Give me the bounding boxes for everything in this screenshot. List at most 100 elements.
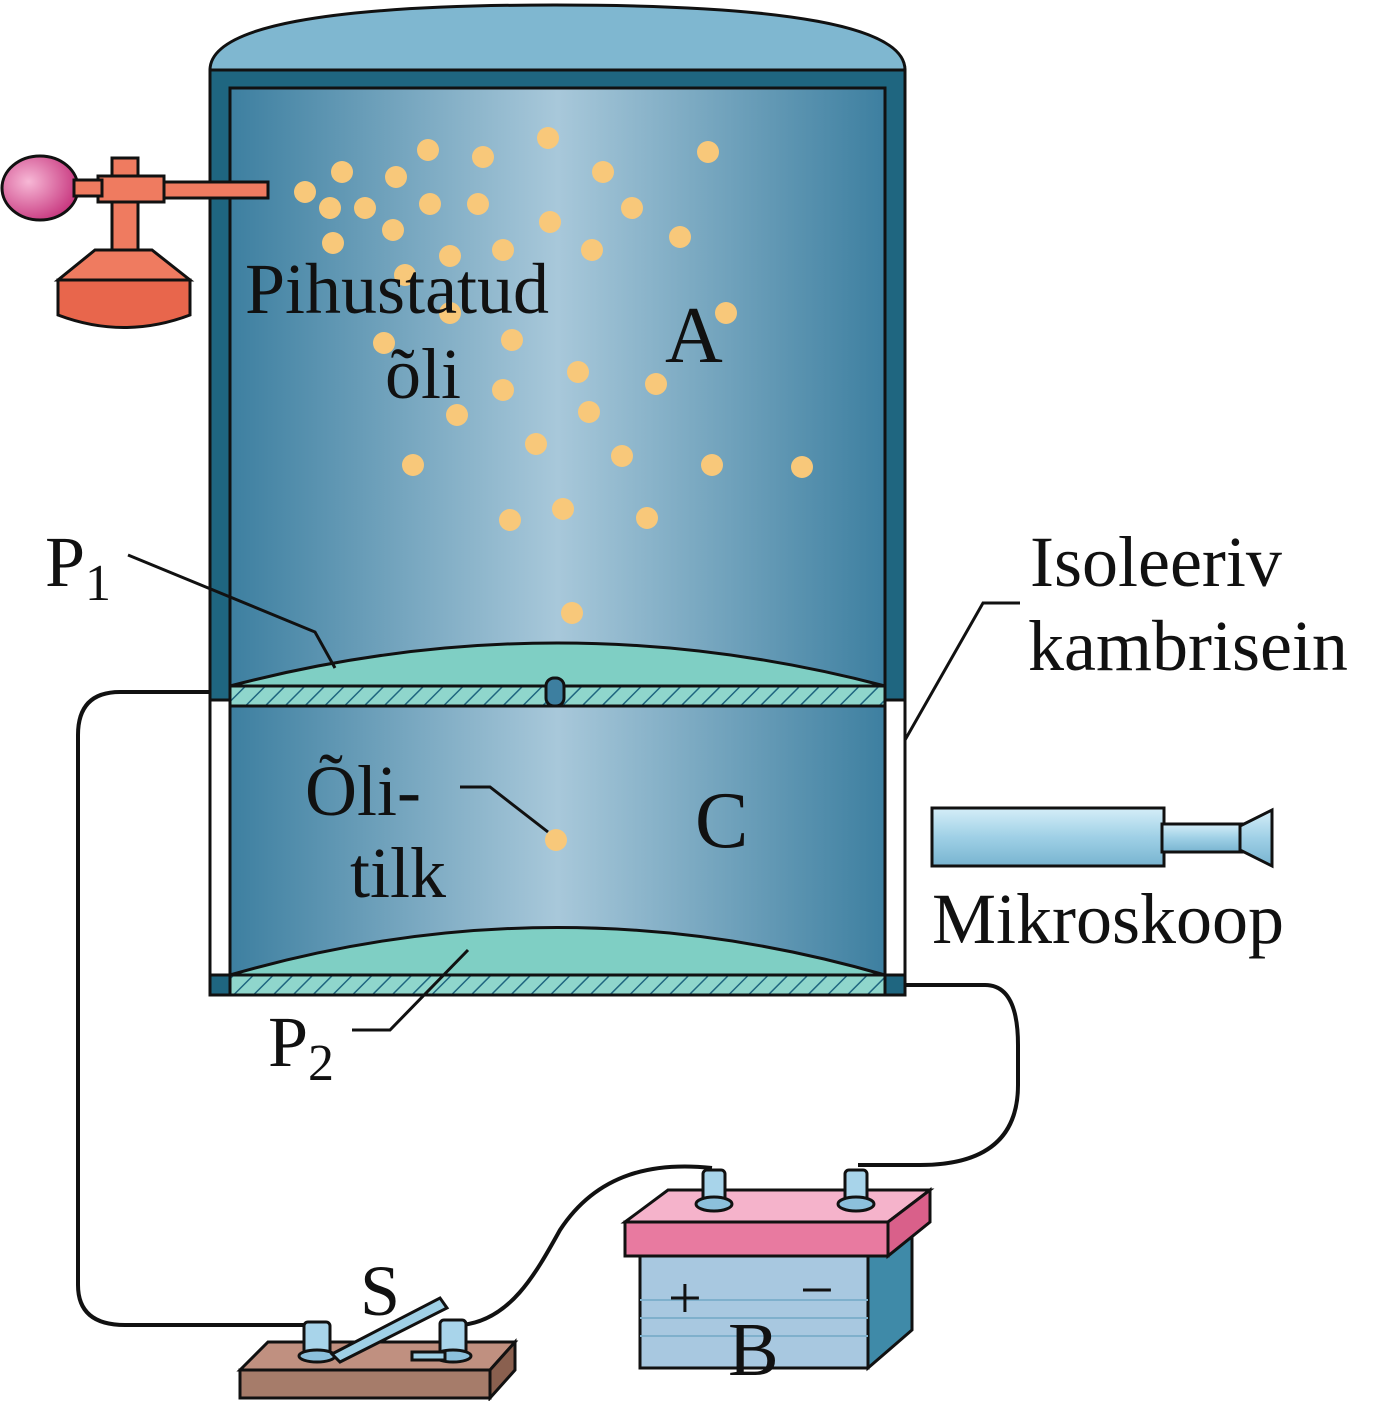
oil-droplet	[294, 181, 316, 203]
wire-switch-battery	[461, 1164, 713, 1327]
oil-droplet	[439, 302, 461, 324]
plate-p2	[228, 973, 887, 997]
atomizer-base	[56, 278, 192, 329]
switch-base-front	[238, 1368, 492, 1400]
switch-lever	[329, 1296, 450, 1364]
atomizer-nozzle	[148, 180, 270, 200]
oil-droplet	[791, 456, 813, 478]
oil-droplet	[472, 146, 494, 168]
label-p2-sub: 2	[308, 1035, 334, 1092]
atomizer-bulb-neck	[72, 178, 104, 198]
label-insulating-wall-1: Isoleeriv	[1030, 522, 1282, 602]
plate-p2-dome	[229, 926, 886, 977]
oil-droplet	[561, 602, 583, 624]
oil-droplet	[669, 226, 691, 248]
oil-droplets	[294, 127, 813, 851]
label-chamber-c: C	[695, 777, 748, 865]
wire-left	[76, 690, 305, 1327]
oil-droplet	[446, 404, 468, 426]
oil-droplet	[492, 379, 514, 401]
battery-top-face	[620, 1188, 935, 1224]
label-microscope: Mikroskoop	[932, 879, 1284, 959]
oil-droplet	[382, 219, 404, 241]
insulating-wall-left	[208, 698, 232, 980]
battery	[620, 1168, 935, 1372]
oil-droplet	[385, 166, 407, 188]
leader-oil-drop	[460, 785, 549, 834]
oil-droplet	[525, 433, 547, 455]
battery-top-side	[886, 1186, 932, 1260]
oil-droplet	[439, 245, 461, 267]
plate-p1-dome	[229, 641, 886, 688]
label-battery: B	[728, 1308, 779, 1392]
oil-droplet	[492, 239, 514, 261]
switch-post-left-base	[297, 1348, 337, 1364]
switch	[236, 1296, 519, 1401]
atomizer-stem	[110, 156, 140, 252]
observed-oil-drop	[545, 829, 567, 851]
oil-droplet	[611, 445, 633, 467]
oil-droplet	[319, 197, 341, 219]
leader-p2	[352, 948, 470, 1032]
oil-droplet	[331, 161, 353, 183]
battery-terminal-plus-base	[694, 1195, 734, 1213]
label-p2-letter: P	[268, 1002, 308, 1082]
oil-droplet	[592, 161, 614, 183]
oil-droplet	[645, 373, 667, 395]
switch-contact	[410, 1350, 447, 1362]
oil-droplet	[354, 197, 376, 219]
insulating-wall-right	[883, 698, 907, 980]
oil-droplet	[417, 139, 439, 161]
oil-droplet	[621, 197, 643, 219]
microscope-eyepiece	[1238, 807, 1274, 869]
oil-droplet	[322, 232, 344, 254]
oil-droplet	[701, 454, 723, 476]
label-battery-minus: −	[800, 1257, 834, 1323]
switch-base-side	[488, 1338, 517, 1401]
atomizer	[0, 154, 270, 329]
wire-right	[858, 983, 1020, 1167]
oil-droplet	[636, 507, 658, 529]
label-oil-drop-2: tilk	[350, 833, 446, 913]
oil-droplet	[402, 454, 424, 476]
oil-droplet	[467, 193, 489, 215]
plate-p2-left-cap	[208, 973, 232, 997]
oil-droplet	[697, 141, 719, 163]
oil-droplet	[501, 329, 523, 351]
label-p1-sub: 1	[85, 555, 111, 612]
plate-p1-hole	[544, 676, 566, 708]
oil-droplet	[578, 401, 600, 423]
label-p1-letter: P	[45, 522, 85, 602]
oil-droplet	[715, 302, 737, 324]
plate-p2-right-cap	[883, 973, 907, 997]
atomizer-bulb	[0, 154, 80, 222]
label-battery-plus: +	[668, 1265, 702, 1331]
switch-base-top	[236, 1340, 519, 1372]
microscope-neck	[1160, 822, 1244, 854]
oil-droplet	[552, 498, 574, 520]
microscope-tube	[930, 806, 1166, 868]
oil-droplet	[537, 127, 559, 149]
atomizer-head	[96, 174, 166, 204]
oil-droplet	[394, 264, 416, 286]
label-sprayed-oil-2: õli	[385, 334, 461, 414]
label-switch: S	[360, 1251, 400, 1331]
chamber-dome	[208, 3, 907, 72]
label-p1: P1	[45, 522, 111, 612]
chamber-a-interior	[228, 86, 887, 688]
oil-droplet	[567, 361, 589, 383]
battery-terminal-minus-base	[836, 1195, 876, 1213]
microscope-icon	[930, 806, 1274, 869]
atomizer-cone	[53, 248, 195, 282]
oil-droplet	[419, 193, 441, 215]
oil-droplet	[373, 332, 395, 354]
label-sprayed-oil-1: Pihustatud	[245, 249, 549, 329]
oil-droplet	[581, 239, 603, 261]
label-chamber-a: A	[665, 292, 723, 380]
label-oil-drop-1: Õli-	[305, 751, 421, 831]
oil-droplet	[539, 211, 561, 233]
battery-top-front	[623, 1220, 890, 1258]
leader-insulating-wall	[903, 601, 1020, 741]
